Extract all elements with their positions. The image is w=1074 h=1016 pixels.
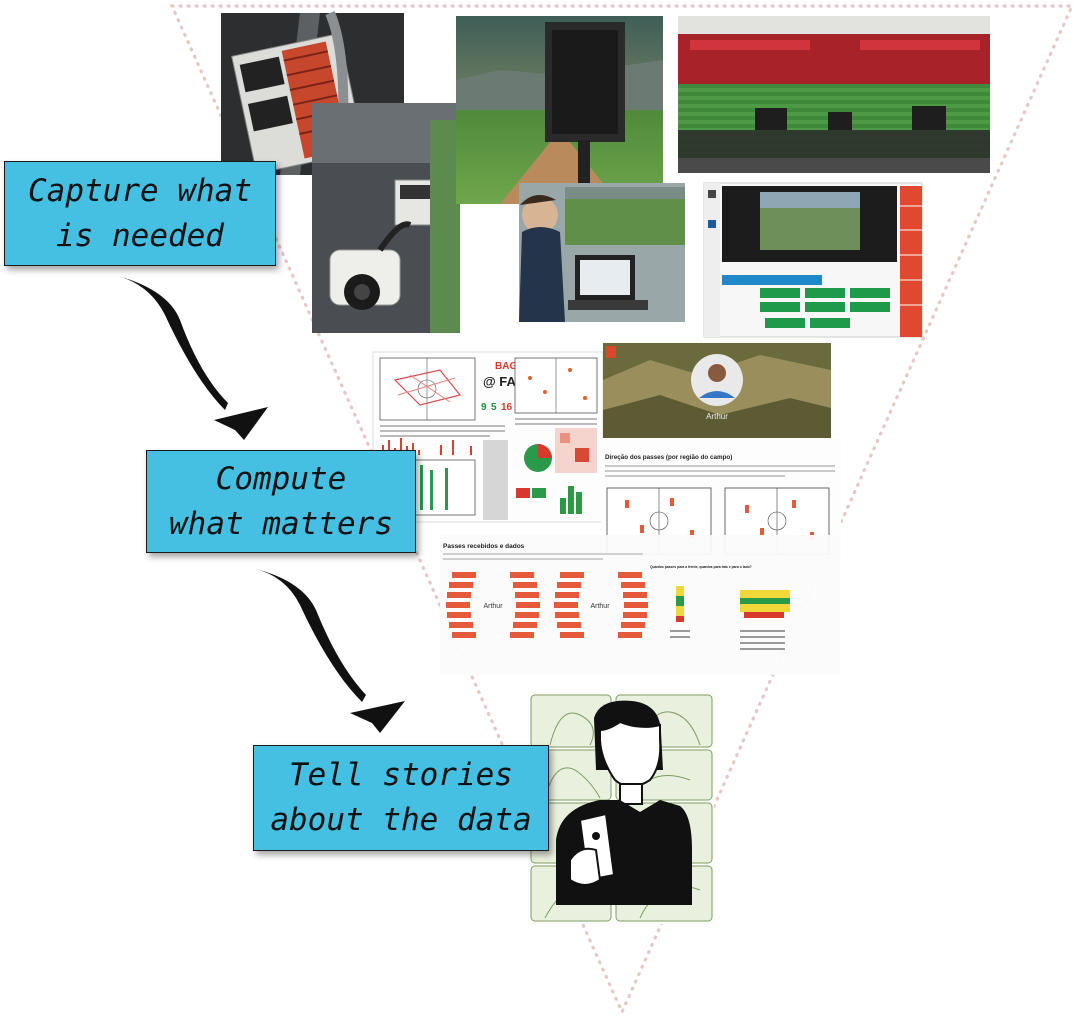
story-comic-collage xyxy=(528,692,714,924)
photo-operator-laptop xyxy=(519,183,685,322)
photo-baseball-stadium xyxy=(456,16,663,204)
photo-football-stadium xyxy=(678,16,990,173)
arrowhead-tell xyxy=(350,701,405,733)
stage-label-tell: Tell stories about the data xyxy=(253,745,549,851)
stage-label-capture: Capture what is needed xyxy=(4,161,276,266)
scoreboard-home: BAG 0 xyxy=(495,361,526,372)
screenshot-tagging-app xyxy=(703,182,923,338)
compute-analytics-collage: BAG 0 @ FAR 0 9 5 16 xyxy=(372,343,841,675)
screenshot-passes-network: Passes recebidos e dados xyxy=(440,535,840,675)
capture-photo-collage xyxy=(221,11,990,338)
scoreboard-stat-2: 5 xyxy=(491,402,497,413)
screenshot-player-profile: Arthur xyxy=(603,343,831,438)
stage-label-compute: Compute what matters xyxy=(146,450,416,553)
player-name: Arthur xyxy=(706,412,728,421)
network-player-right: Arthur xyxy=(590,603,610,610)
network-player-left: Arthur xyxy=(483,603,503,610)
forward-heading: Quantos passes para a frente, quantos pa… xyxy=(650,565,752,569)
storyteller-figure xyxy=(556,700,692,905)
arrow-capture-to-compute xyxy=(118,276,228,410)
passes-heading: Passes recebidos e dados xyxy=(443,543,525,550)
pass-direction-heading: Direção dos passes (por região do campo) xyxy=(605,454,732,461)
scoreboard-stat-1: 9 xyxy=(481,402,487,413)
scoreboard-stat-3: 16 xyxy=(501,402,513,413)
arrowhead-compute xyxy=(214,407,268,440)
arrow-compute-to-tell xyxy=(252,568,366,702)
flow-arrows xyxy=(118,276,405,733)
photo-dome-camera xyxy=(312,103,460,333)
